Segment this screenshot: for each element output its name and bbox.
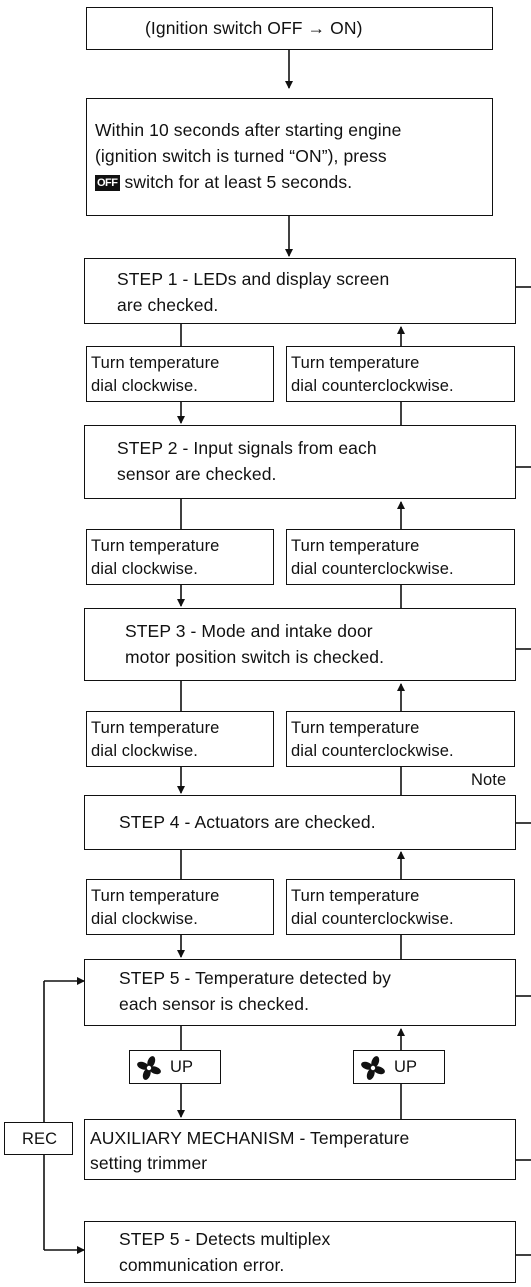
aux-line-2: setting trimmer <box>90 1153 208 1173</box>
press-line-1: Within 10 seconds after starting engine <box>95 120 402 140</box>
step5b-line-1: STEP 5 - Detects multiplex <box>119 1229 331 1249</box>
fan-icon <box>137 1056 161 1080</box>
turn-counterclockwise-box-4: Turn temperature dial counterclockwise. <box>286 879 515 935</box>
step2-line-1: STEP 2 - Input signals from each <box>117 438 377 458</box>
turn-cw-2-line-1: Turn temperature <box>91 537 220 555</box>
fan-up-label-left: UP <box>170 1058 194 1076</box>
turn-cw-3-line-2: dial clockwise. <box>91 742 198 760</box>
turn-cw-3-line-1: Turn temperature <box>91 719 220 737</box>
off-switch-icon: OFF <box>95 175 120 191</box>
turn-cw-1-line-2: dial clockwise. <box>91 377 198 395</box>
turn-ccw-1-line-2: dial counterclockwise. <box>291 377 454 395</box>
start-box: (Ignition switch OFF → ON) <box>86 7 493 50</box>
step2-box: STEP 2 - Input signals from each sensor … <box>84 425 516 499</box>
step4-box: STEP 4 - Actuators are checked. <box>84 795 516 850</box>
step3-box: STEP 3 - Mode and intake door motor posi… <box>84 608 516 681</box>
step5-multiplex-box: STEP 5 - Detects multiplex communication… <box>84 1221 516 1283</box>
step5-box: STEP 5 - Temperature detected by each se… <box>84 959 516 1026</box>
press-line-2: (ignition switch is turned “ON”), press <box>95 146 387 166</box>
turn-ccw-4-line-1: Turn temperature <box>291 887 420 905</box>
step5b-line-2: communication error. <box>119 1255 285 1275</box>
fan-up-button-left: UP <box>129 1050 221 1084</box>
note-label: Note <box>471 771 507 789</box>
rec-label: REC <box>22 1130 58 1148</box>
step4-line-1: STEP 4 - Actuators are checked. <box>119 812 376 832</box>
turn-ccw-1-line-1: Turn temperature <box>291 354 420 372</box>
turn-counterclockwise-box-2: Turn temperature dial counterclockwise. <box>286 529 515 585</box>
step3-line-1: STEP 3 - Mode and intake door <box>125 621 373 641</box>
turn-clockwise-box-2: Turn temperature dial clockwise. <box>86 529 274 585</box>
rec-button: REC <box>4 1122 73 1155</box>
fan-up-label-right: UP <box>394 1058 418 1076</box>
turn-ccw-2-line-1: Turn temperature <box>291 537 420 555</box>
turn-cw-2-line-2: dial clockwise. <box>91 560 198 578</box>
turn-ccw-3-line-1: Turn temperature <box>291 719 420 737</box>
turn-counterclockwise-box-1: Turn temperature dial counterclockwise. <box>286 346 515 402</box>
press-line-3-text: switch for at least 5 seconds. <box>124 172 353 192</box>
turn-clockwise-box-4: Turn temperature dial clockwise. <box>86 879 274 935</box>
turn-clockwise-box-3: Turn temperature dial clockwise. <box>86 711 274 767</box>
turn-cw-1-line-1: Turn temperature <box>91 354 220 372</box>
turn-counterclockwise-box-3: Turn temperature dial counterclockwise. <box>286 711 515 767</box>
fan-icon <box>361 1056 385 1080</box>
turn-ccw-4-line-2: dial counterclockwise. <box>291 910 454 928</box>
fan-up-button-right: UP <box>353 1050 445 1084</box>
turn-ccw-3-line-2: dial counterclockwise. <box>291 742 454 760</box>
press-instruction-box: Within 10 seconds after starting engine … <box>86 98 493 216</box>
step1-box: STEP 1 - LEDs and display screen are che… <box>84 258 516 324</box>
auxiliary-mechanism-box: AUXILIARY MECHANISM - Temperature settin… <box>84 1119 516 1180</box>
step3-line-2: motor position switch is checked. <box>125 647 385 667</box>
aux-line-1: AUXILIARY MECHANISM - Temperature <box>90 1128 410 1148</box>
turn-ccw-2-line-2: dial counterclockwise. <box>291 560 454 578</box>
step5-line-1: STEP 5 - Temperature detected by <box>119 968 392 988</box>
step2-line-2: sensor are checked. <box>117 464 277 484</box>
turn-clockwise-box-1: Turn temperature dial clockwise. <box>86 346 274 402</box>
turn-cw-4-line-1: Turn temperature <box>91 887 220 905</box>
start-box-label: (Ignition switch OFF → ON) <box>145 18 363 38</box>
step1-line-2: are checked. <box>117 295 219 315</box>
step5-line-2: each sensor is checked. <box>119 994 310 1014</box>
turn-cw-4-line-2: dial clockwise. <box>91 910 198 928</box>
step1-line-1: STEP 1 - LEDs and display screen <box>117 269 390 289</box>
